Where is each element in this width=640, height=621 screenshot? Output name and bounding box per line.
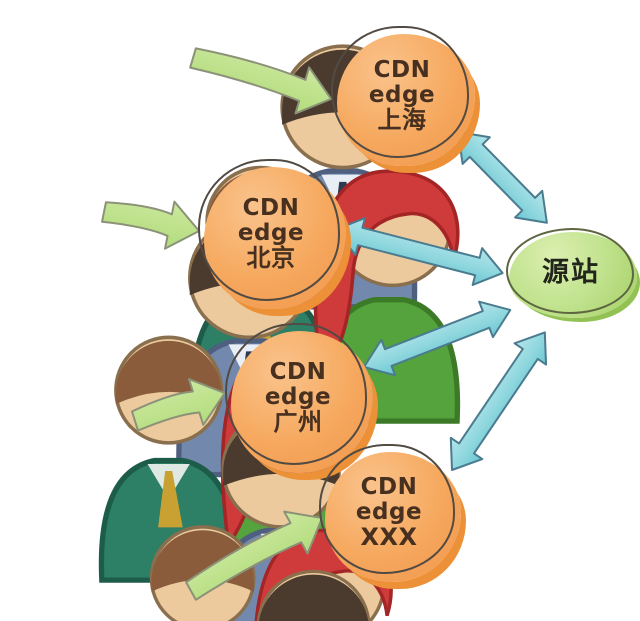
node-label-line: edge [237,220,305,247]
user-to-edge-arrow [131,378,226,432]
edge-origin-sync-arrow [334,217,504,286]
origin-label-text: 源站 [542,257,600,289]
node-label-line: edge [264,384,332,411]
node-label-line: XXX [360,522,418,551]
node-label-line: 广州 [273,407,323,436]
cdn-edge-node-beijing: CDN edge 北京 [198,159,346,309]
node-outline [225,323,367,465]
cdn-edge-node-xxx: CDN edge XXX [319,444,461,582]
node-outline [506,228,634,314]
node-outline [331,26,469,158]
node-label-line: CDN [360,474,418,501]
node-outline [319,444,455,574]
node-label: CDN edge XXX [321,448,457,578]
user-to-edge-arrow [185,510,324,601]
cdn-edge-node-guangzhou: CDN edge 广州 [225,323,373,473]
origin-site-node: 源站 [506,228,637,318]
node-label: CDN edge 上海 [333,30,471,162]
user-to-edge-arrow [189,47,333,115]
edge-origin-sync-arrow [457,131,548,224]
origin-label: 源站 [507,230,635,316]
node-label-line: 北京 [246,243,296,272]
node-label-line: edge [368,82,436,109]
node-outline [198,159,340,301]
node-label: CDN edge 广州 [227,327,369,469]
node-label: CDN edge 北京 [200,163,342,305]
cdn-edge-node-shanghai: CDN edge 上海 [331,26,475,166]
node-label-line: CDN [373,57,431,84]
node-label-line: CDN [242,195,300,222]
node-label-line: 上海 [377,105,427,134]
edge-origin-sync-arrow [363,300,512,377]
user-to-edge-arrow [101,200,201,250]
edge-origin-sync-arrow [449,331,548,471]
node-label-line: CDN [269,359,327,386]
node-label-line: edge [355,499,423,526]
